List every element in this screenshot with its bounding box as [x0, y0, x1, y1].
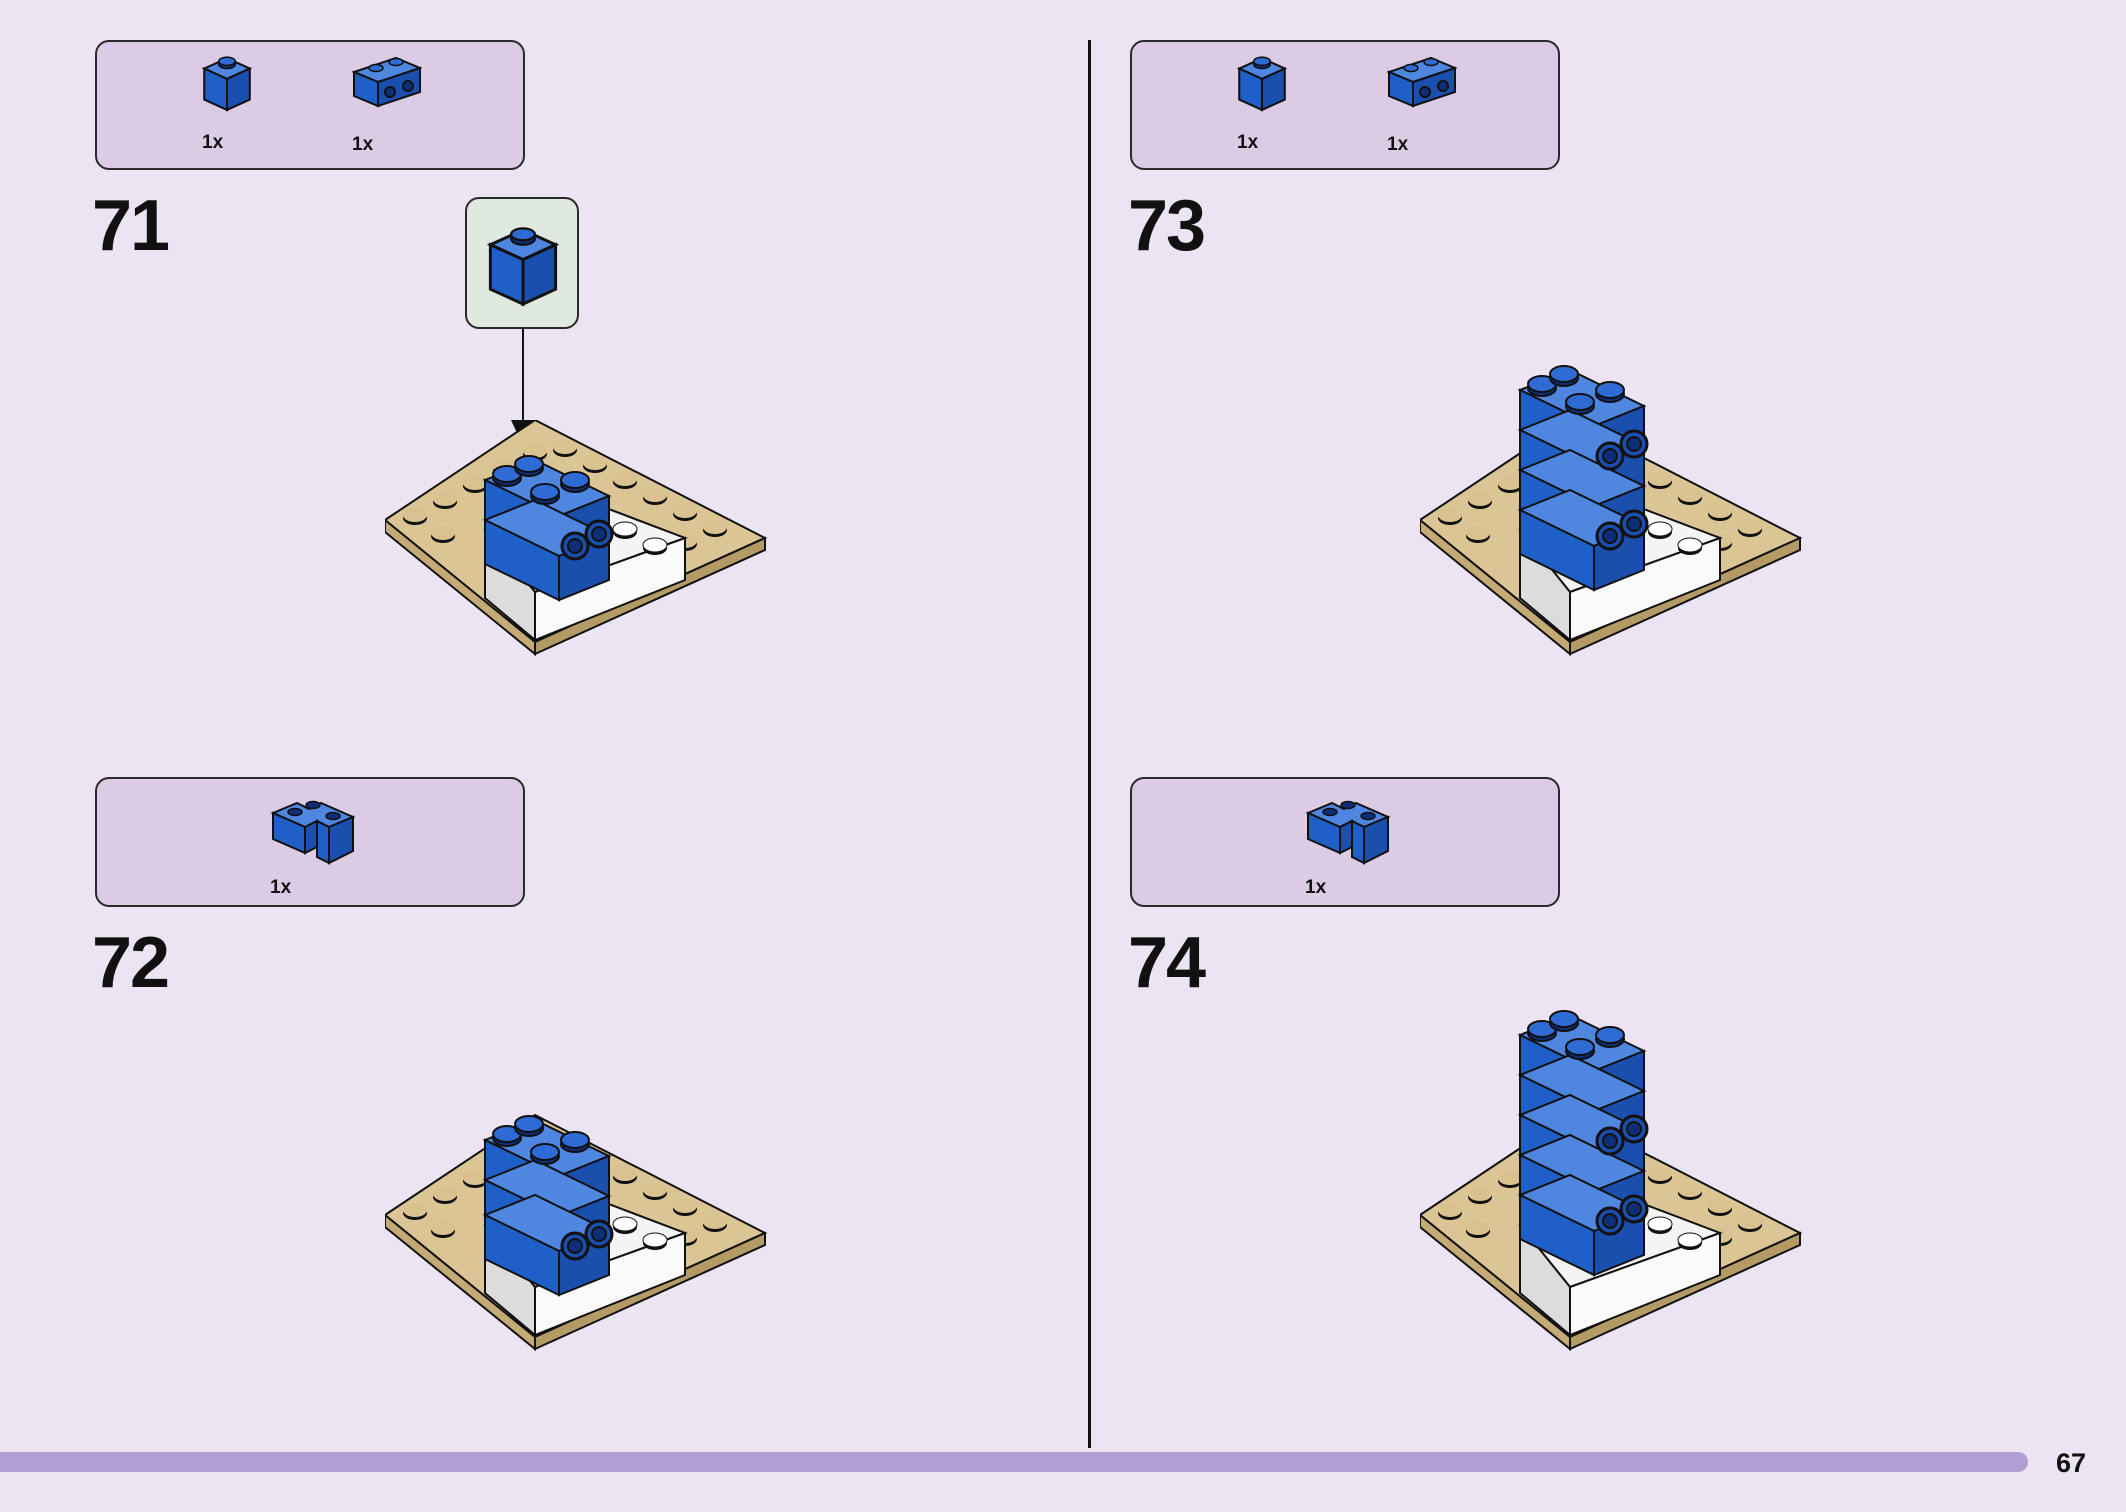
- brick-1x1-blue-icon: [203, 56, 251, 111]
- parts-list-item: 1x: [202, 52, 292, 162]
- step-number: 72: [92, 923, 170, 1003]
- parts-list-item: 1x: [1237, 52, 1327, 162]
- page-footer-bar: [0, 1452, 2028, 1472]
- parts-list-step-73: 1x 1x: [1130, 40, 1560, 170]
- part-quantity: 1x: [270, 877, 292, 898]
- part-quantity: 1x: [352, 134, 374, 155]
- brick-1x1-blue-icon: [488, 226, 558, 306]
- parts-list-step-71: 1x 1x: [95, 40, 525, 170]
- brick-1x2-blue-icon: [1388, 57, 1456, 107]
- brick-corner-blue-icon: [1307, 800, 1389, 864]
- page-number: 67: [2056, 1448, 2087, 1478]
- brick-corner-blue-icon: [272, 800, 354, 864]
- part-quantity: 1x: [1387, 134, 1409, 155]
- build-model-step-71: [385, 420, 766, 655]
- brick-1x2-blue-icon: [353, 57, 421, 107]
- parts-list-item: 1x: [352, 54, 442, 164]
- parts-list-step-74: 1x: [1130, 777, 1560, 907]
- step-number: 73: [1128, 186, 1206, 266]
- build-model-step-73: [1420, 365, 1801, 655]
- parts-list-item: 1x: [270, 797, 360, 907]
- part-quantity: 1x: [1237, 132, 1259, 153]
- step-number: 74: [1128, 923, 1206, 1003]
- parts-list-item: 1x: [1387, 54, 1477, 164]
- page-divider: [1088, 40, 1091, 1448]
- step-number: 71: [92, 186, 170, 266]
- parts-list-item: 1x: [1305, 797, 1395, 907]
- parts-list-step-72: 1x: [95, 777, 525, 907]
- build-model-step-72: [385, 1114, 766, 1350]
- part-quantity: 1x: [202, 132, 224, 153]
- sub-assembly-callout: [465, 197, 579, 329]
- part-quantity: 1x: [1305, 877, 1327, 898]
- build-model-step-74: [1420, 1010, 1801, 1350]
- brick-1x1-blue-icon: [1238, 56, 1286, 111]
